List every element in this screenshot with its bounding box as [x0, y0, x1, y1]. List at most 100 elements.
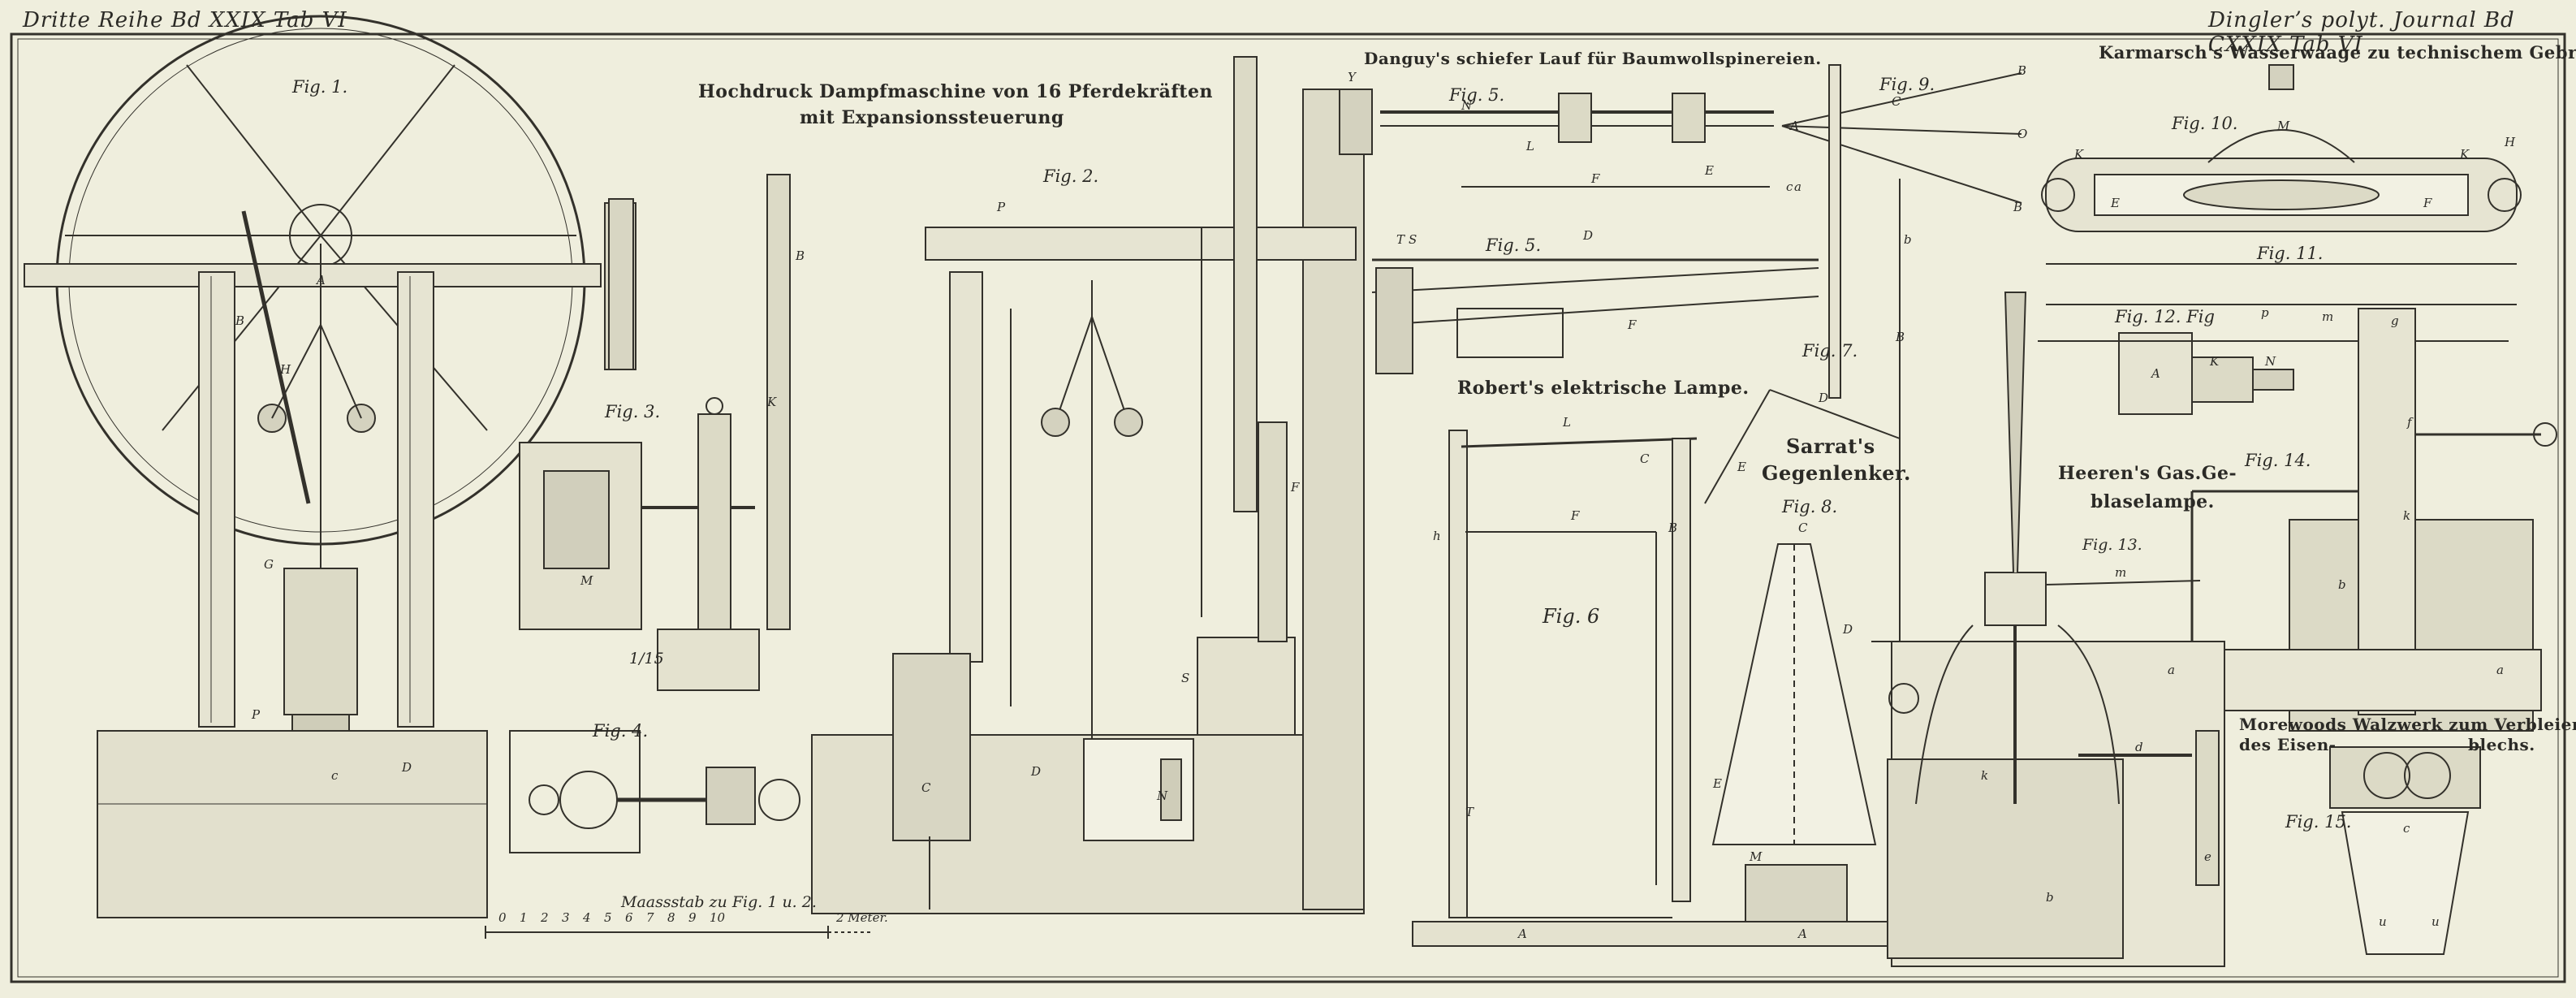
part-letter: N	[1461, 98, 1473, 113]
part-letter: F	[2423, 196, 2432, 210]
part-letter: G	[264, 557, 274, 572]
part-letter: S	[1181, 671, 1189, 685]
plate-header-left: Dritte Reihe Bd XXIX Tab VI	[23, 8, 347, 32]
fig1-drawing	[24, 15, 636, 918]
fig7-drawing	[1704, 179, 1932, 642]
part-letter: B	[2013, 200, 2022, 214]
part-letter: A	[315, 273, 326, 287]
part-letter: e	[2204, 849, 2211, 864]
part-letter: A	[2150, 366, 2160, 381]
part-letter: H	[279, 362, 291, 377]
part-letter: N	[2264, 354, 2276, 369]
part-letter: F	[1290, 480, 1300, 495]
part-letter: T	[1396, 232, 1405, 247]
part-letter: E	[2110, 196, 2120, 210]
plate-border-outer	[10, 32, 2566, 983]
part-letter: F	[1590, 171, 1600, 186]
part-letter: T	[1465, 805, 1474, 819]
part-letter: M	[1749, 849, 1763, 864]
scale-bar-drawing	[485, 926, 873, 939]
part-letter: M	[580, 573, 593, 588]
part-letter: K	[766, 395, 777, 409]
part-letter: f	[2406, 415, 2414, 430]
fig5b-label: Fig. 5.	[1486, 235, 1542, 255]
fig5-drawing	[1339, 89, 1819, 374]
part-letter: h	[1433, 529, 1441, 543]
part-letter: C	[1798, 521, 1808, 535]
part-letter: O	[2017, 127, 2027, 141]
part-letter: a	[2496, 663, 2504, 677]
title-robert: Robert's elektrische Lampe.	[1457, 378, 1750, 399]
scale-tick: 7	[646, 910, 654, 925]
part-letter: E	[1704, 163, 1714, 178]
scale-tick: 8	[667, 910, 675, 925]
title-karmarsch: Karmarsch's Wasserwaage zu technischem G…	[2099, 42, 2576, 63]
scale-tick: 6	[625, 910, 633, 925]
part-letter: A	[1789, 119, 1799, 133]
fig3-scale-label: 1/15	[629, 650, 664, 667]
part-letter: K	[2073, 147, 2084, 162]
part-letter: D	[1030, 764, 1041, 779]
part-letter: k	[1981, 768, 1988, 783]
part-letter: D	[401, 760, 412, 775]
fig15-label: Fig. 15.	[2285, 812, 2352, 832]
part-letter: K	[2459, 147, 2470, 162]
fig5a-label: Fig. 5.	[1449, 85, 1505, 105]
scale-tick: 10	[710, 910, 726, 925]
part-letter: A	[1797, 927, 1807, 941]
fig12-drawing	[2038, 332, 2509, 415]
part-letter: D	[1582, 228, 1593, 243]
part-letter: N	[1156, 788, 1168, 803]
fig9-label: Fig. 9.	[1879, 75, 1935, 94]
fig10-label: Fig. 10.	[2172, 114, 2238, 133]
title-heeren-line2: blaselampe.	[2091, 491, 2215, 512]
part-letter: B	[795, 248, 805, 263]
part-letter: D	[1818, 391, 1828, 405]
part-letter: k	[2403, 508, 2410, 523]
title-sarrat-line1: Sarrat's	[1786, 434, 1875, 458]
part-letter: m	[2322, 309, 2333, 324]
scale-tick: 0	[498, 910, 507, 925]
part-letter: b	[1904, 232, 1912, 247]
fig6-label: Fig. 6	[1543, 605, 1600, 628]
fig8-drawing	[1711, 543, 1877, 845]
fig2-label: Fig. 2.	[1043, 166, 1099, 186]
part-letter: a	[1794, 179, 1801, 194]
fig12-label: Fig. 12. Fig	[2115, 307, 2215, 326]
scale-tick: 9	[688, 910, 697, 925]
fig3-drawing	[519, 397, 760, 691]
part-letter: S	[1409, 232, 1417, 247]
fig9-drawing	[1781, 64, 2022, 399]
part-letter: C	[1640, 451, 1650, 466]
part-letter: C	[921, 780, 931, 795]
plate-border-inner	[17, 38, 2559, 978]
fig6-drawing	[1412, 430, 1901, 947]
fig13-drawing	[1887, 292, 2225, 967]
part-letter: u	[2431, 914, 2440, 929]
part-letter: Y	[1348, 70, 1357, 84]
part-letter: b	[2338, 577, 2346, 592]
part-letter: d	[2135, 740, 2143, 754]
fig2-drawing	[811, 56, 1365, 914]
part-letter: a	[2168, 663, 2175, 677]
scale-tick: 1	[520, 910, 528, 925]
fig15-drawing	[2329, 746, 2481, 955]
part-letter: m	[2115, 565, 2126, 580]
part-letter: c	[331, 768, 339, 783]
part-letter: b	[2046, 890, 2054, 905]
part-letter: E	[1737, 460, 1746, 474]
fig8-label: Fig. 8.	[1782, 497, 1838, 516]
part-letter: p	[2261, 305, 2269, 320]
part-letter: L	[1525, 139, 1534, 153]
fig11-label: Fig. 11.	[2257, 244, 2324, 263]
fig3-label: Fig. 3.	[605, 402, 661, 421]
fig10-drawing	[2041, 64, 2522, 305]
scale-tick: 2	[540, 910, 549, 925]
fig7-label: Fig. 7.	[1802, 341, 1858, 361]
part-letter: F	[1627, 318, 1637, 332]
part-letter: K	[2209, 354, 2220, 369]
part-letter: D	[1842, 622, 1853, 637]
part-letter: c	[2403, 821, 2410, 836]
part-letter: A	[1517, 927, 1527, 941]
part-letter: L	[1562, 415, 1571, 430]
